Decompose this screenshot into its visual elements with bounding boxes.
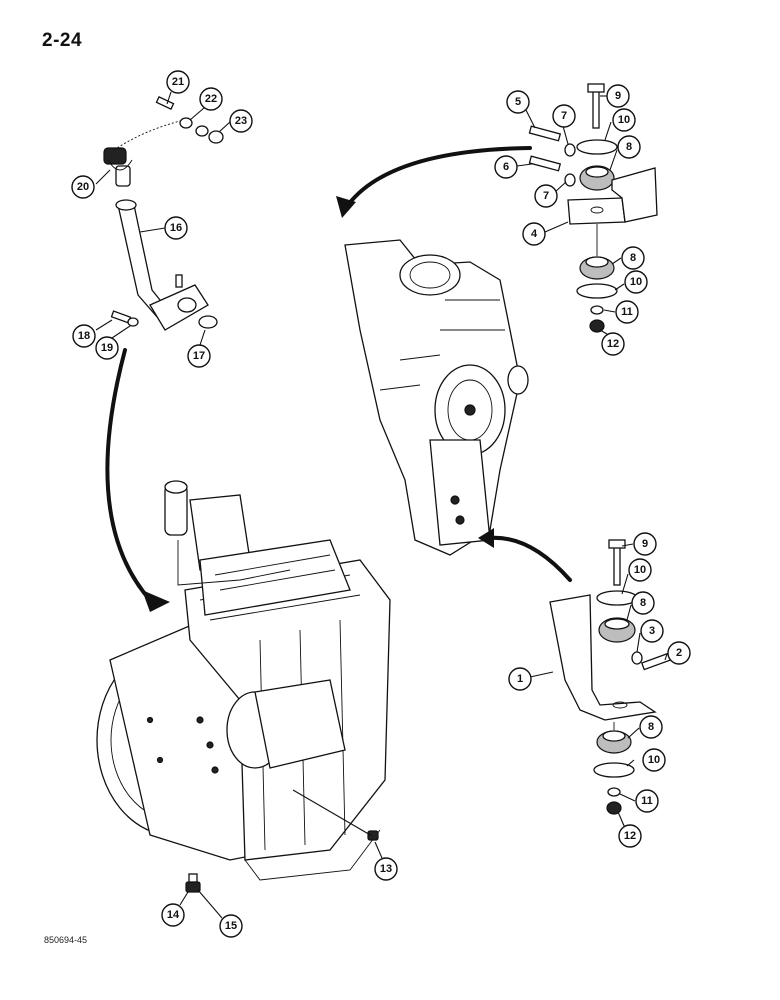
svg-text:9: 9 (642, 538, 648, 550)
svg-text:17: 17 (193, 350, 205, 362)
svg-text:2: 2 (676, 647, 682, 659)
callout-13: 13 (374, 857, 398, 881)
leader-lines (95, 91, 668, 919)
callout-7a: 7 (552, 104, 576, 128)
svg-text:10: 10 (618, 114, 630, 126)
svg-text:7: 7 (561, 110, 567, 122)
page-number: 2-24 (42, 30, 83, 51)
callout-11b: 11 (635, 789, 659, 813)
svg-text:14: 14 (167, 909, 180, 921)
svg-text:11: 11 (621, 306, 633, 318)
svg-text:23: 23 (235, 115, 247, 127)
svg-text:1: 1 (517, 673, 523, 685)
callout-8c: 8 (631, 591, 655, 615)
svg-text:10: 10 (634, 564, 646, 576)
svg-text:6: 6 (503, 161, 509, 173)
callout-7b: 7 (534, 184, 558, 208)
svg-text:10: 10 (648, 754, 660, 766)
document-code: 850694-45 (44, 935, 88, 945)
svg-text:11: 11 (641, 795, 653, 807)
callouts: 21 22 23 20 16 18 19 17 5 7 9 10 8 6 7 4… (71, 70, 691, 938)
callout-3: 3 (640, 619, 664, 643)
svg-text:21: 21 (172, 76, 184, 88)
svg-text:9: 9 (615, 90, 621, 102)
svg-text:20: 20 (77, 181, 89, 193)
callout-8a: 8 (617, 135, 641, 159)
drain-plug-parts (185, 830, 379, 893)
callout-14: 14 (161, 903, 185, 927)
callout-17: 17 (187, 344, 211, 368)
callout-22: 22 (199, 87, 223, 111)
svg-text:5: 5 (515, 96, 521, 108)
callout-8d: 8 (639, 715, 663, 739)
callout-9b: 9 (633, 532, 657, 556)
svg-text:12: 12 (624, 830, 636, 842)
callout-23: 23 (229, 109, 253, 133)
upper-mount-assembly (528, 83, 658, 333)
callout-12a: 12 (601, 332, 625, 356)
callout-9a: 9 (606, 84, 630, 108)
callout-20: 20 (71, 175, 95, 199)
svg-text:22: 22 (205, 93, 217, 105)
svg-text:8: 8 (626, 141, 632, 153)
callout-10a: 10 (612, 108, 636, 132)
callout-21: 21 (166, 70, 190, 94)
callout-16: 16 (164, 216, 188, 240)
svg-text:3: 3 (649, 625, 655, 637)
svg-text:12: 12 (607, 338, 619, 350)
callout-2: 2 (667, 641, 691, 665)
callout-5: 5 (506, 90, 530, 114)
callout-4: 4 (522, 222, 546, 246)
svg-text:7: 7 (543, 190, 549, 202)
callout-12b: 12 (618, 824, 642, 848)
callout-8b: 8 (621, 246, 645, 270)
svg-text:15: 15 (225, 920, 237, 932)
callout-15: 15 (219, 914, 243, 938)
svg-text:19: 19 (101, 342, 113, 354)
callout-10d: 10 (642, 748, 666, 772)
svg-text:4: 4 (531, 228, 538, 240)
svg-text:10: 10 (630, 276, 642, 288)
engine-side-view (344, 239, 529, 556)
svg-text:8: 8 (640, 597, 646, 609)
assembly-arrows (105, 146, 572, 612)
svg-text:8: 8 (630, 252, 636, 264)
callout-18: 18 (72, 324, 96, 348)
engine-assembly (96, 480, 391, 881)
dipstick-tube-assembly (103, 96, 224, 331)
callout-10b: 10 (624, 270, 648, 294)
svg-text:18: 18 (78, 330, 90, 342)
svg-text:16: 16 (170, 222, 182, 234)
callout-11a: 11 (615, 300, 639, 324)
callout-1: 1 (508, 667, 532, 691)
lower-mount-assembly (549, 539, 672, 815)
svg-text:8: 8 (648, 721, 654, 733)
callout-19: 19 (95, 336, 119, 360)
svg-text:13: 13 (380, 863, 392, 875)
callout-10c: 10 (628, 558, 652, 582)
callout-6: 6 (494, 155, 518, 179)
